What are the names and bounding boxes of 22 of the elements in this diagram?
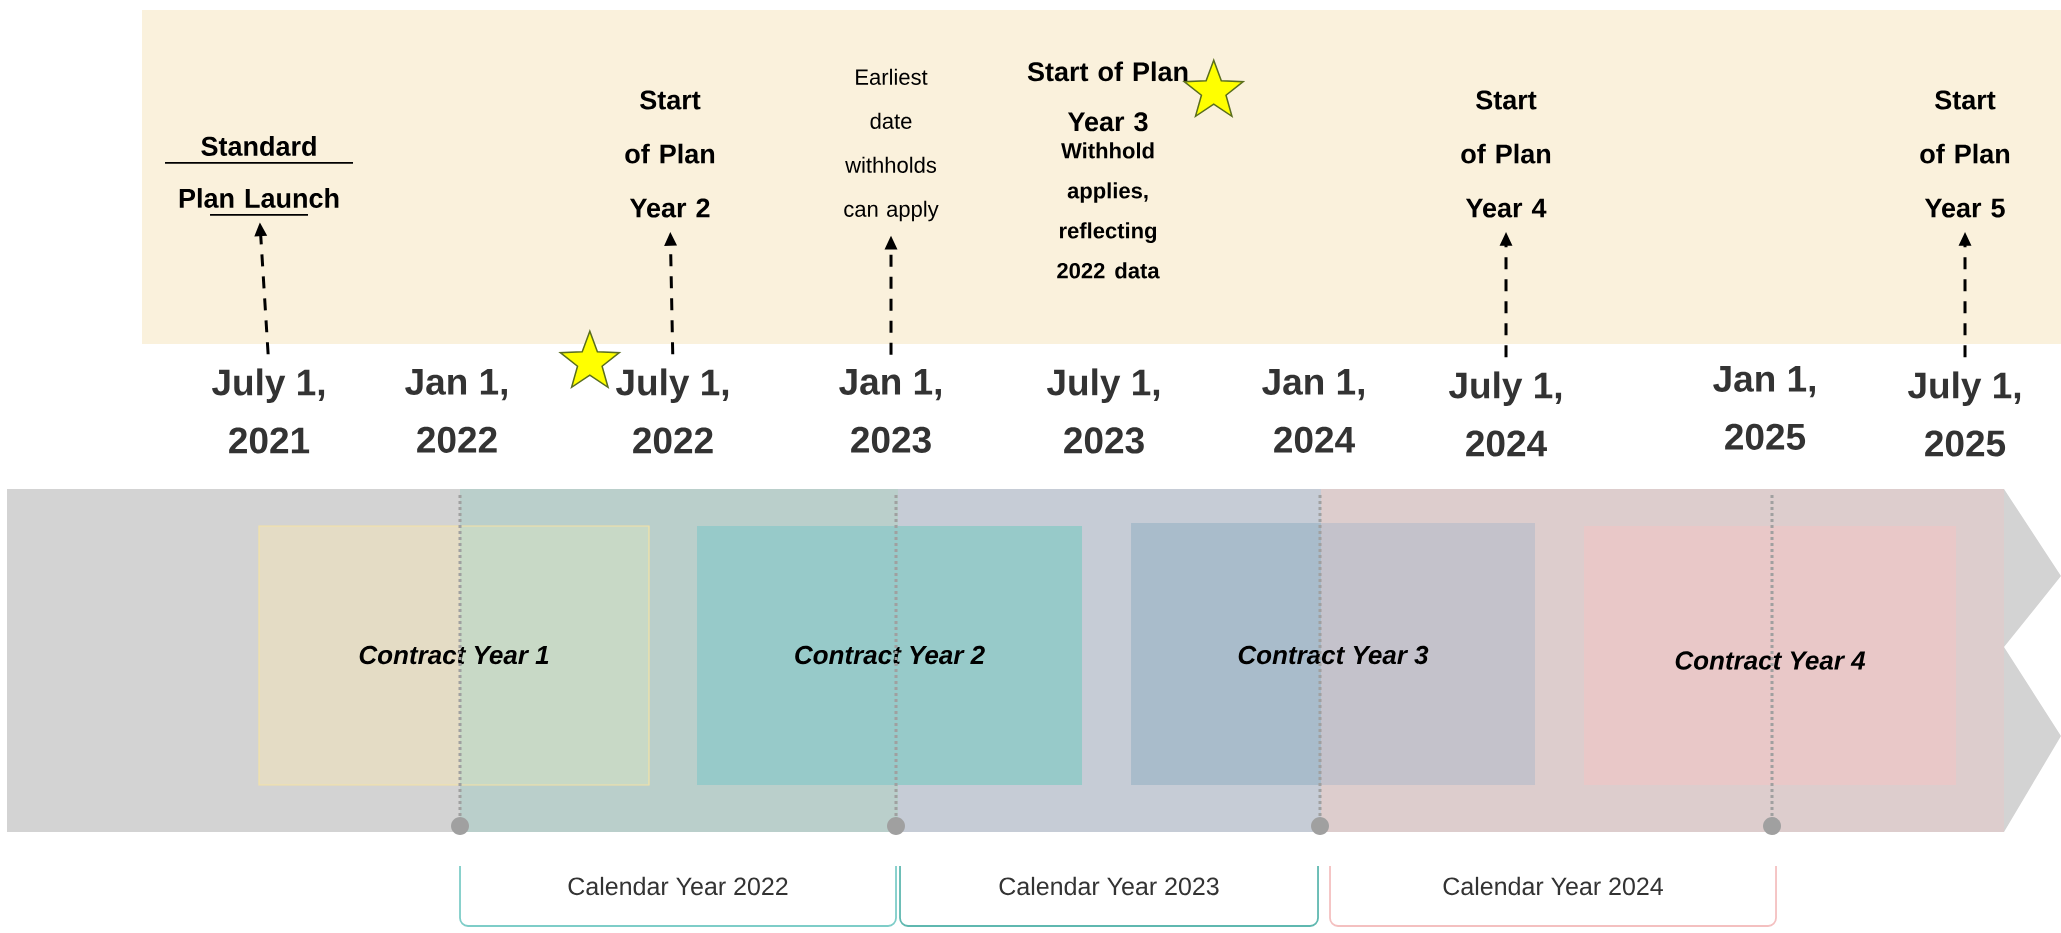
date-label: Jan 1, 2025: [1713, 366, 1815, 450]
milestone-note: Start of Plan Year 3 Withhold applies, reflecting 2022 data: [1027, 61, 1188, 279]
date-label: July 1, 2023: [1047, 368, 1160, 454]
milestone-label: Earliest date withholds can apply: [844, 68, 939, 222]
milestone-label: Standard Plan Launch: [179, 136, 339, 208]
date-label: July 1, 2021: [212, 368, 325, 454]
date-label: Jan 1, 2024: [1262, 369, 1364, 453]
date-label: Jan 1, 2022: [405, 369, 507, 453]
milestone-label: Start of Plan Year 5: [1920, 90, 2010, 218]
bracket-label: Calendar Year 2022: [568, 876, 788, 896]
contract-year-box: Contract Year 2: [697, 526, 1082, 785]
date-label: July 1, 2022: [616, 368, 729, 454]
date-label: Jan 1, 2023: [839, 369, 941, 453]
contract-year-box: Contract Year 1: [258, 525, 650, 786]
milestone-label: Start of Plan Year 4: [1461, 90, 1551, 218]
bracket-label: Calendar Year 2024: [1443, 876, 1663, 896]
date-label: July 1, 2024: [1449, 371, 1562, 457]
contract-year-box: Contract Year 3: [1131, 523, 1535, 785]
date-label: July 1, 2025: [1908, 371, 2021, 457]
contract-year-box: Contract Year 4: [1584, 526, 1956, 785]
bracket-label: Calendar Year 2023: [999, 876, 1219, 896]
milestone-label: Start of Plan Year 2: [625, 90, 715, 218]
